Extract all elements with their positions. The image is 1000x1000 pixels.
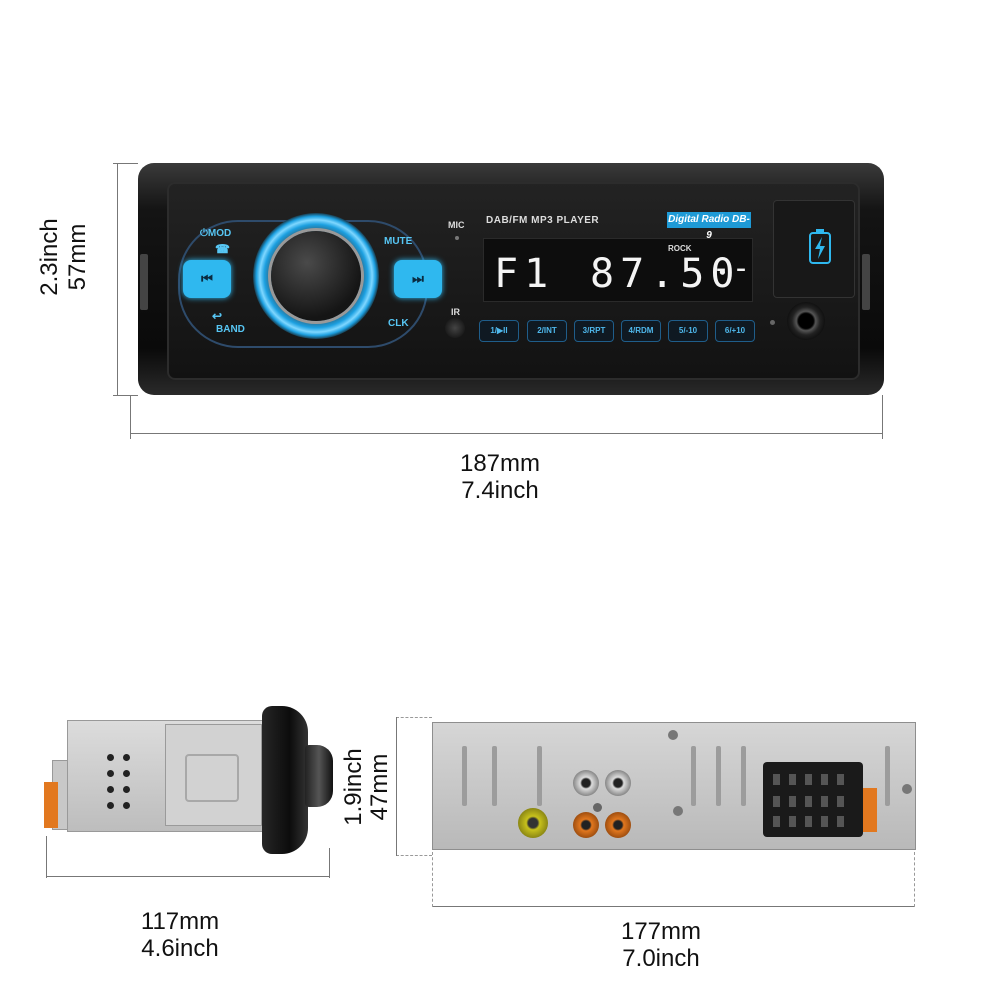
rear-vent-rib (885, 746, 890, 806)
back-height-mm: 47mm (366, 753, 393, 821)
back-height-in: 1.9inch (340, 748, 367, 826)
side-depth-dim-tick-right (329, 848, 330, 878)
back-height-dash-top (396, 717, 432, 718)
next-track-button[interactable]: ⏭ (394, 260, 442, 298)
rca-orange-right (605, 812, 631, 838)
front-width-mm: 187mm (459, 450, 541, 477)
ir-label: IR (451, 307, 460, 317)
aux-jack[interactable] (787, 302, 825, 340)
front-height-in: 2.3inch (36, 218, 63, 296)
front-height-dim-tick-bottom (113, 395, 138, 396)
rca-white-right (605, 770, 631, 796)
back-width-mm: 177mm (620, 918, 702, 945)
preset-4-button[interactable]: 4/RDM (621, 320, 661, 342)
player-title: DAB/FM MP3 PLAYER (486, 215, 600, 226)
back-width-dim-line (432, 906, 915, 907)
preset-2-button[interactable]: 2/INT (527, 320, 567, 342)
digital-radio-badge: Digital Radio DB-9 (667, 212, 751, 241)
side-faceplate (262, 706, 308, 854)
mod-label[interactable]: ⏻MOD (200, 228, 232, 239)
band-label[interactable]: BAND (216, 324, 245, 335)
preset-5-button[interactable]: 5/-10 (668, 320, 708, 342)
front-height-dim-line (117, 163, 118, 395)
front-width-in: 7.4inch (461, 477, 539, 504)
side-volume-knob (305, 745, 333, 807)
side-vent-hole (107, 786, 114, 793)
front-width-dim-tick-right (882, 395, 883, 439)
side-mount-plate (165, 724, 262, 826)
mic-hole (455, 236, 459, 240)
prev-track-button[interactable]: ⏮ (183, 260, 231, 298)
front-width-dim-line (130, 433, 882, 434)
right-mount-clip (862, 254, 870, 310)
rear-orange-fuse (863, 788, 877, 832)
hangup-icon: ↩ (212, 309, 223, 323)
rear-screw (593, 803, 602, 812)
mic-label: MIC (448, 220, 465, 230)
side-orange-fuse (44, 782, 58, 828)
preset-3-button[interactable]: 3/RPT (574, 320, 614, 342)
side-vent-hole (107, 770, 114, 777)
side-vent-hole (123, 786, 130, 793)
mute-label[interactable]: MUTE (384, 236, 413, 247)
side-depth-mm: 117mm (140, 908, 220, 935)
side-vent-hole (107, 754, 114, 761)
rca-white-left (573, 770, 599, 796)
side-mount-slot (185, 754, 239, 802)
rear-screw (673, 806, 683, 816)
side-vent-hole (123, 802, 130, 809)
battery-charge-icon (809, 229, 831, 264)
side-depth-dim-line (46, 876, 330, 877)
rear-vent-rib (537, 746, 542, 806)
rear-vent-rib (741, 746, 746, 806)
rear-screw (668, 730, 678, 740)
back-width-dash-left (432, 852, 433, 907)
rear-vent-rib (492, 746, 497, 806)
lcd-band: F1 (494, 251, 555, 297)
phone-icon: ☎ (215, 242, 230, 256)
back-width-in: 7.0inch (622, 945, 700, 972)
rca-video-yellow (518, 808, 548, 838)
lcd-frequency: 87.50 (590, 251, 741, 297)
iso-wiring-connector (763, 762, 863, 837)
rear-vent-rib (691, 746, 696, 806)
lcd-mode: ROCK (668, 244, 692, 253)
rear-vent-rib (462, 746, 467, 806)
side-vent-hole (123, 770, 130, 777)
front-width-dim-tick-left (130, 395, 131, 439)
lcd-signal-icon: -- (712, 251, 753, 286)
rear-vent-rib (716, 746, 721, 806)
rear-screw (902, 784, 912, 794)
back-width-dash-right (914, 852, 915, 907)
front-height-dim-tick-top (113, 163, 138, 164)
rca-orange-left (573, 812, 599, 838)
side-depth-in: 4.6inch (141, 935, 219, 962)
preset-1-button[interactable]: 1/▶II (479, 320, 519, 342)
charging-panel (773, 200, 855, 298)
preset-6-button[interactable]: 6/+10 (715, 320, 755, 342)
back-height-dim-line (396, 717, 397, 856)
ir-sensor (445, 318, 465, 338)
volume-knob[interactable] (271, 231, 361, 321)
front-height-mm: 57mm (64, 223, 91, 291)
back-height-dash-bottom (396, 855, 432, 856)
left-mount-clip (140, 254, 148, 310)
clk-label[interactable]: CLK (388, 318, 409, 329)
lcd-display: ROCK F1 87.50 -- (483, 238, 753, 302)
side-vent-hole (123, 754, 130, 761)
reset-hole[interactable] (770, 320, 775, 325)
side-vent-hole (107, 802, 114, 809)
side-depth-dim-tick-left (46, 836, 47, 878)
